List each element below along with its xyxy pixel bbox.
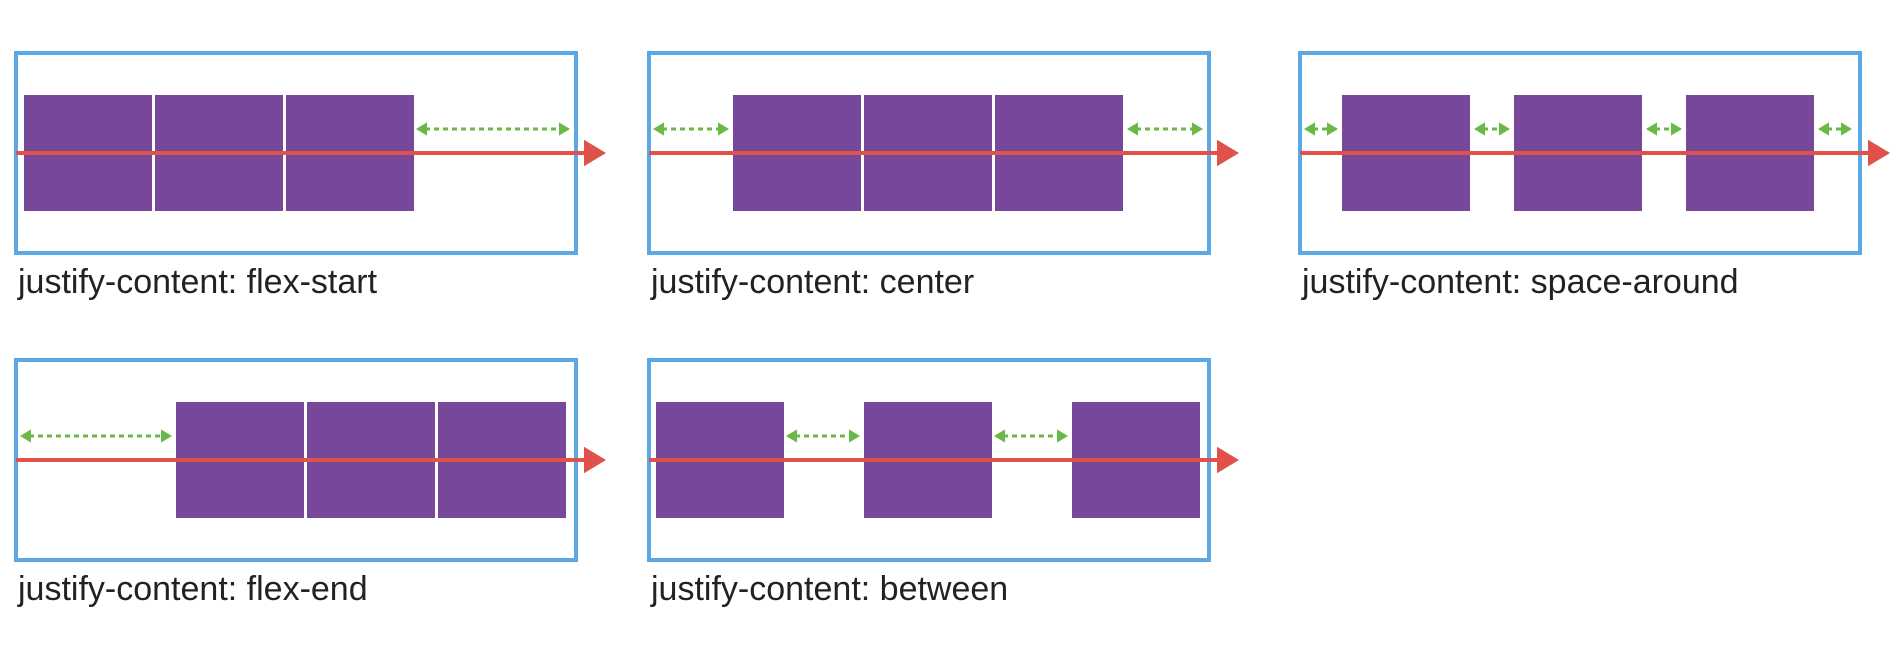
panel-flex-end: justify-content: flex-end	[14, 358, 606, 608]
main-axis-arrow	[649, 446, 1239, 474]
panel-flex-start: justify-content: flex-start	[14, 51, 606, 301]
main-axis-arrow	[16, 139, 606, 167]
main-axis-arrow	[1300, 139, 1890, 167]
free-space-arrow-4	[1818, 122, 1852, 136]
free-space-arrow-1	[786, 429, 860, 443]
panel-caption: justify-content: flex-start	[17, 263, 378, 301]
free-space-arrow-1	[653, 122, 729, 136]
panel-caption: justify-content: flex-end	[17, 570, 368, 608]
panel-caption: justify-content: center	[650, 263, 974, 301]
panel-caption: justify-content: space-around	[1301, 263, 1739, 301]
panel-caption: justify-content: between	[650, 570, 1008, 608]
main-axis-arrow	[16, 446, 606, 474]
free-space-arrow-1	[1304, 122, 1338, 136]
panel-space-around: justify-content: space-around	[1298, 51, 1890, 301]
main-axis-arrow	[649, 139, 1239, 167]
free-space-arrow-2	[1127, 122, 1203, 136]
free-space-arrow-3	[1646, 122, 1682, 136]
free-space-arrow-2	[1474, 122, 1510, 136]
free-space-arrow-1	[416, 122, 570, 136]
free-space-arrow-2	[994, 429, 1068, 443]
free-space-arrow-1	[20, 429, 172, 443]
panel-center: justify-content: center	[647, 51, 1239, 301]
panel-between: justify-content: between	[647, 358, 1239, 608]
